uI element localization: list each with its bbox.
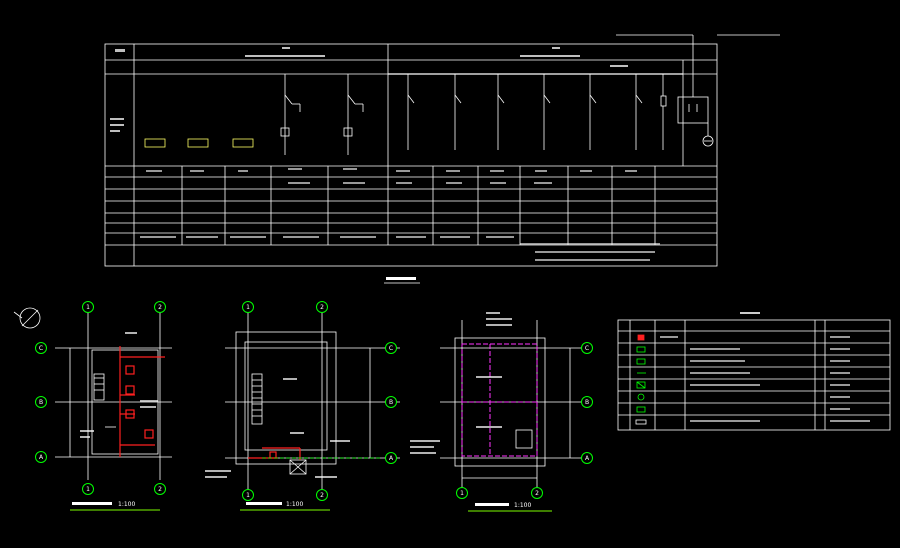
axis-A-right: A (585, 455, 590, 462)
outgoing-circuits (407, 74, 667, 150)
axis-1-bottom-left: 1 (86, 486, 90, 493)
axis-B-right: B (585, 399, 589, 406)
axis-2-bottom-mid: 2 (320, 492, 324, 499)
north-arrow-icon (13, 307, 41, 329)
axis-B-left: B (39, 399, 43, 406)
plan-middle-scale: 1:100 (286, 501, 303, 508)
axis-C-right: C (585, 345, 589, 352)
plan-left-scale: 1:100 (118, 501, 135, 508)
axis-2-bottom-right: 2 (535, 490, 539, 497)
axis-1-top-mid: 1 (246, 304, 250, 311)
axis-B-mid: B (389, 399, 393, 406)
meter-symbol-icon (144, 138, 254, 148)
axis-A-left: A (39, 454, 44, 461)
axis-1-top-left: 1 (86, 304, 90, 311)
plan-left: 1:100 (55, 312, 172, 511)
legend-text (660, 336, 870, 422)
axis-2-bottom-left: 2 (158, 486, 162, 493)
switch-symbol-icon (280, 74, 364, 155)
diagram-caption (386, 277, 416, 280)
axis-C-mid: C (389, 345, 393, 352)
plan-right: 1:100 (410, 312, 590, 512)
table-cell-text (140, 168, 660, 261)
axis-2-top-mid: 2 (320, 304, 324, 311)
single-line-diagram (104, 43, 718, 267)
axis-2-top-left: 2 (158, 304, 162, 311)
plan-middle: 1:100 (205, 312, 400, 511)
ground-symbol-icon (616, 34, 780, 147)
header-labels (110, 47, 628, 132)
legend-symbols (635, 334, 647, 425)
axis-C-left: C (39, 345, 43, 352)
legend-table (617, 319, 891, 431)
axis-1-bottom-mid: 1 (246, 492, 250, 499)
axis-A-mid: A (389, 455, 394, 462)
grid-axis-bubbles (35, 301, 593, 501)
plan-right-scale: 1:100 (514, 502, 531, 509)
axis-1-bottom-right: 1 (460, 490, 464, 497)
